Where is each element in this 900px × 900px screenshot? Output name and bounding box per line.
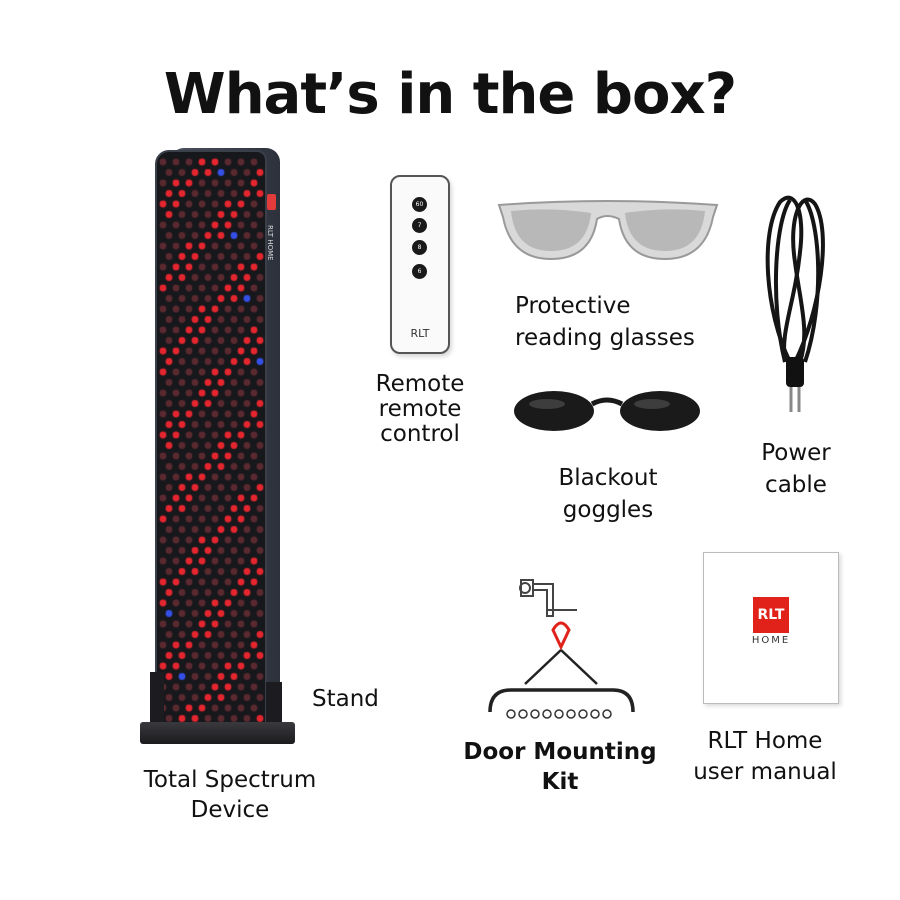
goggles-label: Blackout goggles [520,462,696,526]
door-mounting-kit-image [488,579,635,719]
label-line: Power [761,440,831,466]
label-line: Device [190,797,270,823]
manual-label: RLT Home user manual [680,726,850,788]
remote-brand: RLT [410,327,430,340]
label-line: remote [378,396,462,422]
label-line: RLT Home [707,728,823,754]
blackout-goggles-image [514,391,700,431]
remote-button: 6 [412,264,427,279]
rlt-logo: RLT [753,597,789,633]
label-line: cable [765,472,827,498]
device-led-panel [155,150,267,736]
page-title: What’s in the box? [163,62,737,127]
label-line: Door Mounting [463,739,657,765]
device-brand-logo: RLT HOME [266,225,274,261]
label-line: Total Spectrum [143,767,317,793]
label-line: user manual [693,759,837,785]
remote-label: Remote remote control [350,372,490,447]
home-text: HOME [751,635,791,646]
stand-label: Stand [312,686,379,712]
glasses-label: Protective reading glasses [515,290,695,354]
reading-glasses-image [497,200,719,261]
stand-left-foot [150,672,164,726]
label-line: Blackout [558,465,658,491]
cable-label: Power cable [740,437,852,501]
door-kit-label: Door Mounting Kit [455,737,665,797]
label-line: Protective [515,293,631,319]
power-cable-image [765,195,825,412]
remote-button: 7 [412,218,427,233]
user-manual-image: RLT HOME [703,552,839,704]
remote-control: 60 7 8 6 RLT [390,175,450,354]
device-display-icon [267,194,276,210]
label-line: goggles [562,497,654,523]
stand-right-foot [266,682,282,726]
device-label: Total Spectrum Device [130,765,330,825]
label-line: Kit [541,769,579,795]
label-line: Remote [375,371,465,397]
remote-button: 8 [412,240,427,255]
remote-button: 60 [412,197,427,212]
label-line: control [380,421,460,447]
label-line: reading glasses [515,325,695,351]
stand-base [140,722,295,744]
